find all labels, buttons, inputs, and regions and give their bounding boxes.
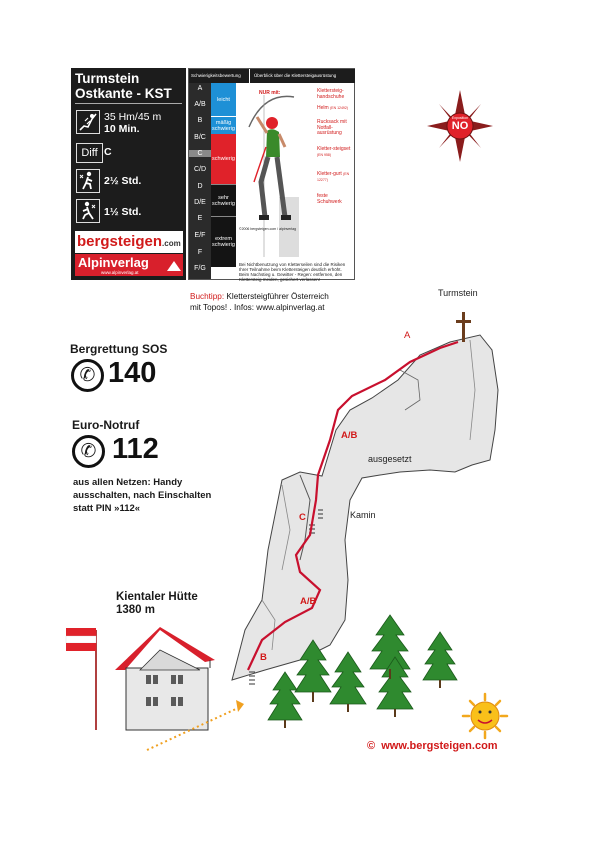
summit-label: Turmstein: [438, 288, 478, 298]
copyright-icon: ©: [367, 740, 376, 752]
sun-icon: [461, 692, 509, 740]
scale-header-right: Überblick über die Klettersteigausrüstun…: [250, 69, 355, 83]
chimney-note: Kamin: [350, 510, 376, 520]
phone-icon: ✆: [72, 435, 105, 468]
climber-illustration: [248, 95, 299, 257]
band-moderate: mäßig schwierig: [211, 116, 236, 135]
ascent-height: 35 Hm/45 m: [104, 111, 162, 123]
grade-column: [189, 83, 211, 279]
grade-marker-middle: C: [299, 512, 306, 523]
scale-imprint: ©2006 bergsteigen.com / alpinverlag: [239, 227, 297, 231]
ascent-icon: [76, 110, 100, 134]
band-easy: leicht: [211, 83, 236, 116]
alpinverlag-logo: Alpinverlag: [75, 254, 183, 276]
grade-label: E/F: [194, 232, 206, 239]
grade-label-highlight: C: [189, 150, 211, 157]
tree-trunks: [284, 669, 441, 728]
route-title: Turmstein Ostkante - KST: [75, 71, 172, 101]
gear-helmet: Helm (EN 12492): [317, 105, 348, 111]
euro-emergency-number: 112: [112, 433, 159, 465]
approach-time: 2½ Std.: [104, 175, 142, 187]
descent-time: 1½ Std.: [104, 206, 142, 218]
gear-gloves: Klettersteig-handschuhe: [317, 88, 345, 100]
book-tip-line1: Klettersteigführer Österreich: [226, 292, 329, 301]
approach-hiker-icon: [76, 169, 100, 193]
gear-backpack: Rucksack mit Notfall-ausrüstung: [317, 119, 347, 136]
grade-label: F: [197, 249, 203, 256]
phone-icon: ✆: [71, 359, 104, 392]
book-tip: Buchtipp: Klettersteigführer Österreich …: [190, 291, 329, 313]
compass-rose: Exposition NO: [425, 88, 495, 164]
mountain-rescue-title: Bergrettung SOS: [70, 342, 168, 356]
grade-label: C/D: [193, 166, 207, 173]
hut-name: Kientaler Hütte: [116, 591, 198, 603]
grade-marker-upper: A/B: [341, 430, 358, 441]
grade-label: A: [197, 85, 203, 92]
grade-label: E: [197, 215, 203, 222]
exposure-label: NO: [451, 120, 469, 132]
austria-flag-icon: [65, 628, 97, 730]
gear-shoes: feste Schuhwerk: [317, 193, 342, 205]
difficulty-badge: Diff: [76, 143, 103, 163]
difficulty-scale-panel: Schwierigkeitsbewertung Überblick über d…: [188, 68, 355, 282]
route-title-line2: Ostkante - KST: [75, 86, 172, 101]
rock-formation: [231, 334, 499, 681]
book-tip-line2: mit Topos! . Infos: www.alpinverlag.at: [190, 303, 325, 312]
summit-cross-icon: [456, 312, 471, 342]
alpinverlag-url: www.alpinverlag.at: [101, 270, 139, 275]
grade-label: D/E: [194, 199, 206, 206]
band-extreme: extrem schwierig: [211, 216, 236, 267]
route-info-card: Turmstein Ostkante - KST 35 Hm/45 m 10 M…: [71, 68, 186, 280]
grade-label: A/B: [194, 101, 206, 108]
descent-hiker-icon: [76, 199, 100, 223]
compass-sublabel: Exposition: [451, 116, 469, 120]
difficulty-value: C: [104, 146, 112, 158]
scale-footer-note: Bei Nichtbenutzung von Kletterseilen sin…: [239, 262, 346, 282]
band-very-difficult: sehr schwierig: [211, 184, 236, 217]
route-line: [247, 340, 459, 671]
approach-path-arrow: [146, 707, 239, 751]
grade-label: D: [197, 183, 203, 190]
gear-via-ferrata-set: Kletter-steigset (EN 958): [317, 146, 351, 157]
emergency-note: aus allen Netzen: Handy ausschalten, nac…: [73, 477, 212, 514]
book-tip-label: Buchtipp:: [190, 292, 225, 301]
grade-label: B/C: [194, 134, 206, 141]
hut-label: Kientaler Hütte 1380 m: [116, 591, 198, 617]
credit-url[interactable]: www.bergsteigen.com: [381, 740, 498, 752]
route-topo-drawing: [65, 312, 509, 751]
gear-harness: Kletter-gurt (EN 12277): [317, 171, 350, 182]
ascent-time: 10 Min.: [104, 123, 140, 135]
grade-label: B: [197, 117, 203, 124]
route-title-line1: Turmstein: [75, 71, 140, 86]
grade-marker-lower: A/B: [300, 596, 317, 607]
divider: [75, 103, 182, 104]
gear-note-only: NUR mit:: [259, 90, 281, 96]
scale-header-left: Schwierigkeitsbewertung: [189, 69, 249, 83]
credit-line: © www.bergsteigen.com: [367, 740, 498, 752]
mountain-rescue-number: 140: [108, 357, 157, 389]
exposed-note: ausgesetzt: [368, 454, 412, 464]
hut-icon: [115, 627, 215, 731]
grade-marker-top: A: [404, 330, 411, 341]
grade-marker-start: B: [260, 652, 267, 663]
bergsteigen-logo: bergsteigen.com: [75, 231, 183, 253]
grade-label: F/G: [194, 265, 206, 272]
band-difficult: schwierig: [211, 134, 236, 184]
euro-emergency-title: Euro-Notruf: [72, 418, 140, 432]
hut-altitude: 1380 m: [116, 604, 156, 616]
